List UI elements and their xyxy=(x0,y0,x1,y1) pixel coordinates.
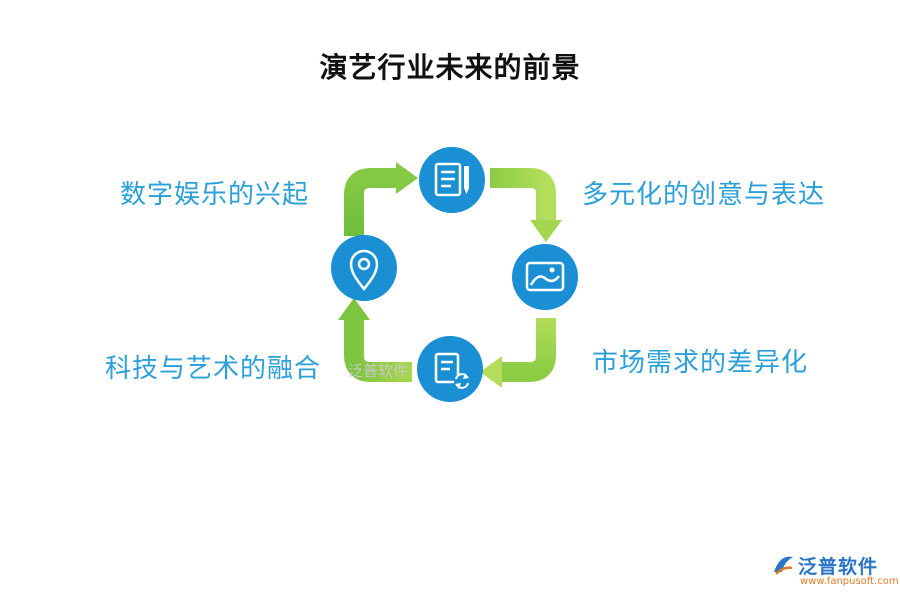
brand-logo: 泛普软件 www.fanpusoft.com xyxy=(770,552,899,592)
logo-mark-icon xyxy=(774,556,793,575)
logo-name: 泛普软件 xyxy=(798,556,879,578)
picture-frame-icon xyxy=(512,244,578,310)
label-digital-entertainment: 数字娱乐的兴起 xyxy=(120,180,310,210)
document-refresh-icon xyxy=(417,336,483,402)
arrow-bottom-to-left xyxy=(338,298,412,382)
label-diverse-creativity: 多元化的创意与表达 xyxy=(582,180,826,210)
document-pencil-icon xyxy=(419,147,485,213)
logo-url: www.fanpusoft.com xyxy=(800,576,899,587)
label-market-differentiation: 市场需求的差异化 xyxy=(592,348,809,378)
arrow-right-to-bottom xyxy=(480,318,556,388)
arrow-left-to-top xyxy=(344,162,418,236)
location-pin-icon xyxy=(331,235,397,301)
watermark: 泛普软件 xyxy=(348,362,409,380)
arrow-top-to-right xyxy=(490,168,562,242)
label-tech-art-fusion: 科技与艺术的融合 xyxy=(105,354,322,384)
diagram-title: 演艺行业未来的前景 xyxy=(319,51,581,84)
